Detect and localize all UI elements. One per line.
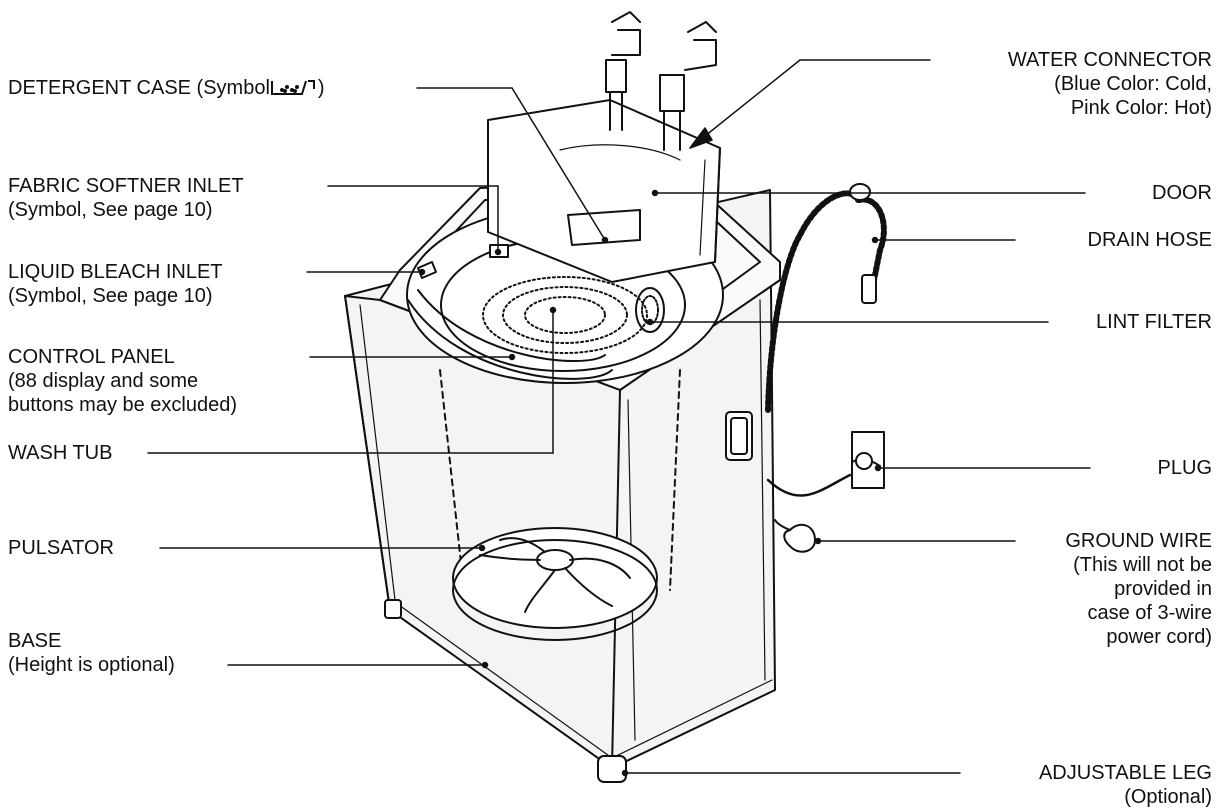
label-wash-tub: WASH TUB [8, 442, 113, 464]
leader-lines [147, 59, 1091, 777]
ground-wire [774, 519, 816, 553]
label-ground-wire: GROUND WIRE (This will not be provided i… [1065, 530, 1212, 648]
power-cord [766, 431, 885, 497]
side-handle [725, 411, 753, 461]
label-door: DOOR [1152, 182, 1212, 204]
label-lint-filter: LINT FILTER [1096, 311, 1212, 333]
control-panel [407, 289, 613, 380]
label-control-panel: CONTROL PANEL (88 display and some butto… [8, 346, 238, 416]
label-pulsator: PULSATOR [8, 537, 114, 559]
label-water-connector: WATER CONNECTOR (Blue Color: Cold, Pink … [1007, 49, 1212, 119]
adjustable-leg [384, 599, 627, 783]
label-plug: PLUG [1157, 457, 1212, 479]
label-base: BASE (Height is optional) [8, 630, 175, 676]
detergent-case [567, 209, 641, 246]
label-adjustable-leg: ADJUSTABLE LEG (Optional) [1038, 762, 1212, 808]
label-detergent-case: DETERGENT CASE (Symbol) [8, 77, 325, 99]
label-liquid-bleach-inlet: LIQUID BLEACH INLET (Symbol, See page 10… [8, 261, 223, 307]
detergent-tray-icon [270, 80, 315, 95]
water-faucets [605, 11, 717, 151]
pulsator [452, 527, 658, 641]
label-drain-hose: DRAIN HOSE [1087, 229, 1212, 251]
drain-hose [765, 183, 887, 413]
label-fabric-softener-inlet: FABRIC SOFTNER INLET (Symbol, See page 1… [8, 175, 244, 221]
